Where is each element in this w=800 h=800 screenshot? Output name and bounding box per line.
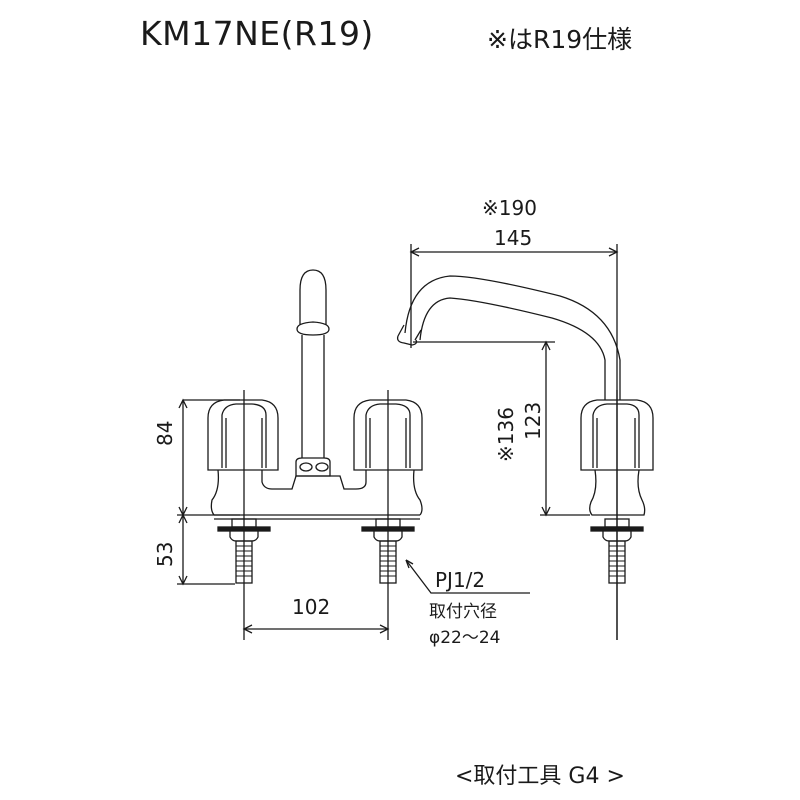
side-handle <box>580 399 654 516</box>
dim-line-123 <box>413 340 590 517</box>
thread-spec-label: PJ1/2 <box>435 568 486 592</box>
r19-spec-note: ※はR19仕様 <box>487 25 633 54</box>
thread-leader <box>405 559 530 594</box>
side-shank <box>590 518 644 584</box>
right-handle <box>353 399 423 471</box>
dim-shank-length: 53 <box>153 541 177 567</box>
mounting-tool-note: <取付工具 G4 > <box>455 764 625 789</box>
dim-spout-height: 123 <box>521 401 545 440</box>
mounting-hole-label: 取付穴径 <box>429 602 497 622</box>
side-spout <box>396 275 621 400</box>
dim-spout-height-r19: ※136 <box>494 407 518 462</box>
dim-spout-reach-r19: ※190 <box>482 196 537 220</box>
mounting-hole-size: φ22～24 <box>429 628 501 648</box>
right-shank <box>361 518 415 584</box>
center-spout-riser <box>295 269 331 477</box>
model-title: KM17NE(R19) <box>140 14 374 53</box>
dim-line-84-53 <box>177 398 240 586</box>
deck-body <box>210 469 423 520</box>
dim-spout-reach: 145 <box>494 226 533 250</box>
dim-handle-height: 84 <box>153 420 177 446</box>
left-handle <box>207 399 279 471</box>
dim-line-102 <box>242 624 390 634</box>
left-shank <box>217 518 271 584</box>
dim-center-distance: 102 <box>292 595 331 619</box>
